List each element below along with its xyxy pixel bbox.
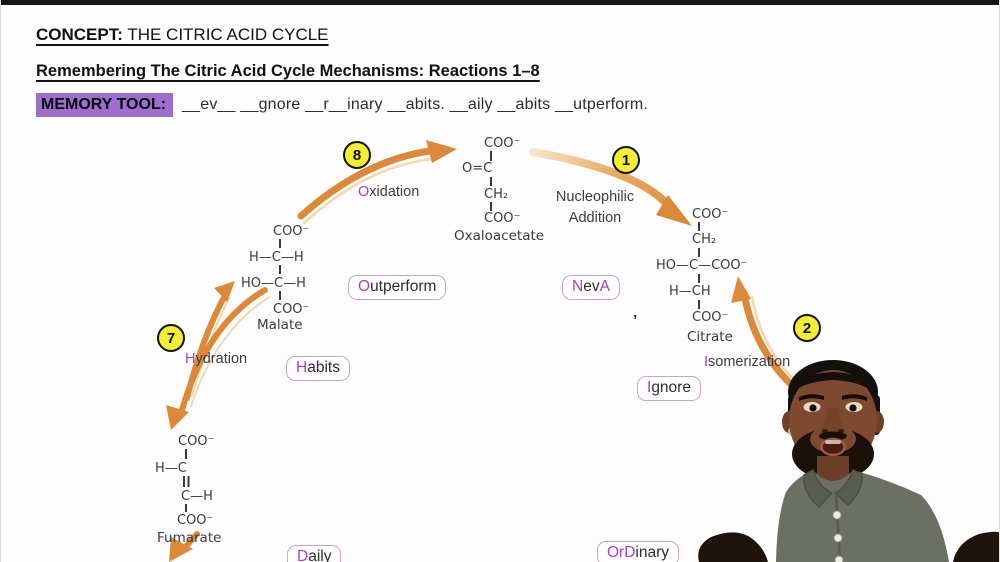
mnemonic-box-ignore: Ignore [637, 376, 701, 401]
reaction-label-nucleophilic-addition: Nucleophilic Addition [539, 187, 651, 229]
concept-heading: CONCEPT: THE CITRIC ACID CYCLE [36, 25, 329, 45]
step-badge-1: 1 [612, 146, 640, 174]
memory-tool-label: MEMORY TOOL: [36, 93, 174, 117]
instructor-eyebrow-left [799, 394, 824, 401]
instructor-mustache [819, 431, 847, 441]
mnemonic-box-neva: NevA [562, 275, 620, 300]
stray-mark: ’ [633, 312, 638, 329]
memory-tool-blanks: __ev__ __gnore __r__inary __abits. __ail… [182, 96, 649, 113]
mnemonic-box-daily: Daily [287, 545, 342, 562]
reaction-label-hydration: Hydration [185, 351, 248, 367]
instructor-shirt [776, 470, 949, 562]
reaction-label-nucleophilic: Nucleophilic [555, 189, 635, 205]
mnemonic-box-ordinary: OrDinary [597, 541, 680, 562]
instructor-button-2 [833, 533, 843, 543]
reaction-label-addition: Addition [568, 210, 622, 226]
lesson-subtitle: Remembering The Citric Acid Cycle Mechan… [36, 62, 540, 80]
arrow-reaction-8 [297, 140, 457, 225]
concept-title: THE CITRIC ACID CYCLE [122, 25, 329, 44]
concept-label: CONCEPT: [36, 25, 123, 44]
instructor-arm-right [953, 531, 999, 562]
step-badge-7: 7 [157, 324, 185, 352]
instructor-video-overlay [698, 360, 999, 562]
top-bar [1, 0, 999, 5]
instructor-eyebrow-right [842, 394, 867, 401]
reaction-label-oxidation: Oxidation [358, 184, 420, 200]
step-badge-2: 2 [793, 314, 821, 342]
instructor-nose [821, 408, 845, 434]
mnemonic-box-habits: Habits [286, 356, 350, 381]
instructor-button-1 [832, 510, 842, 520]
arrow-reaction-7 [184, 281, 235, 401]
arrow-from-fumarate [169, 531, 200, 562]
instructor-collar-right [833, 468, 863, 507]
reaction-label-isomerization: Isomerization [704, 354, 791, 370]
mnemonic-box-outperform: Outperform [348, 275, 447, 300]
instructor-arm-left [698, 532, 768, 562]
step-badge-8: 8 [343, 141, 371, 169]
memory-tool-row: MEMORY TOOL: __ev__ __gnore __r__inary _… [36, 93, 648, 117]
instructor-button-3 [834, 555, 844, 562]
instructor-collar-left [803, 468, 834, 509]
